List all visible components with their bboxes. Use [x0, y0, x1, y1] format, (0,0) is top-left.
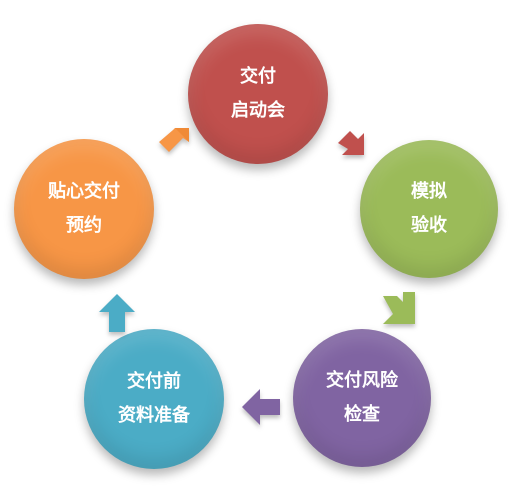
arrow-shape [338, 131, 364, 155]
node-label-line: 预约 [66, 215, 102, 236]
node-label-line: 交付 [240, 66, 276, 88]
node-label-line: 交付风险 [326, 370, 398, 392]
node-label-line: 启动会 [231, 100, 285, 121]
node-delivery-risk-check: 交付风险 检查 [293, 329, 431, 467]
node-delivery-appointment: 贴心交付 预约 [14, 139, 154, 279]
node-label-line: 交付前 [127, 371, 181, 393]
node-label-line: 检查 [344, 404, 380, 425]
arrow-shape [99, 294, 135, 332]
arrow-shape [175, 128, 189, 142]
node-label-line: 资料准备 [118, 405, 190, 426]
arrow-shape [242, 389, 280, 425]
node-pre-delivery-docs: 交付前 资料准备 [84, 329, 224, 469]
arrow-shape [383, 292, 415, 324]
node-simulated-acceptance: 模拟 验收 [360, 140, 498, 278]
node-delivery-kickoff: 交付 启动会 [188, 24, 328, 164]
node-label-line: 验收 [411, 215, 447, 236]
node-label-line: 贴心交付 [48, 181, 120, 203]
node-label-line: 模拟 [411, 181, 447, 203]
